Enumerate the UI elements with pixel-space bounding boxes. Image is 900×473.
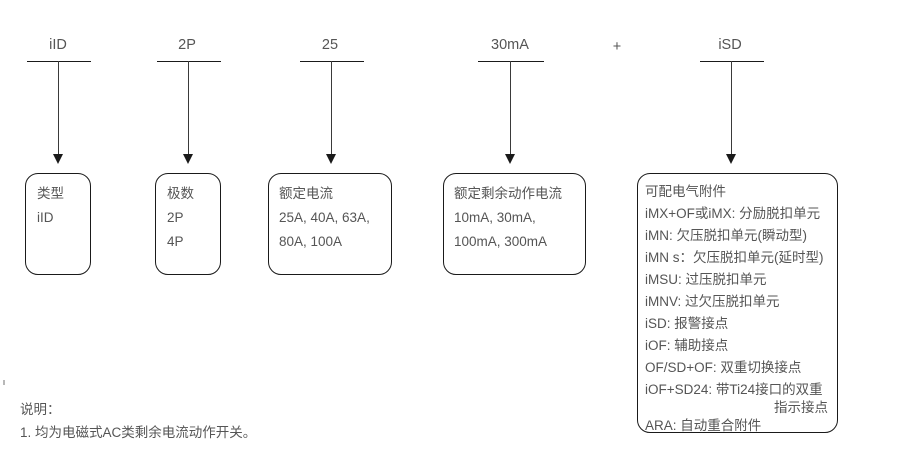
- box-accessories-line-7: OF/SD+OF: 双重切换接点: [645, 360, 802, 375]
- box-rated-current-line-1: 80A, 100A: [279, 234, 343, 249]
- code-label-residual-current: 30mA: [491, 37, 529, 53]
- notes-heading: 说明：: [20, 402, 61, 417]
- rule-rated-current: [300, 61, 364, 62]
- box-accessories-line-2: iMN s：欠压脱扣单元(延时型): [645, 250, 824, 265]
- box-rated-current-title: 额定电流: [279, 186, 333, 201]
- stem-rated-current: [331, 61, 332, 155]
- box-accessories-line-3: iMSU: 过压脱扣单元: [645, 272, 767, 287]
- arrowhead-poles-icon: [183, 154, 193, 164]
- stem-type: [58, 61, 59, 155]
- box-accessories-line-5: iSD: 报警接点: [645, 316, 729, 331]
- box-accessories-title: 可配电气附件: [645, 184, 726, 199]
- rule-residual-current: [478, 61, 544, 62]
- box-accessories-line-10: ARA: 自动重合附件: [645, 418, 762, 433]
- stem-residual-current: [510, 61, 511, 155]
- box-residual-current-line-1: 100mA, 300mA: [454, 234, 548, 249]
- box-type: [25, 173, 91, 275]
- code-label-rated-current: 25: [321, 37, 339, 53]
- box-accessories-line-0: iMX+OF或iMX: 分励脱扣单元: [645, 206, 821, 221]
- box-poles-line-1: 4P: [167, 234, 184, 249]
- box-poles-line-0: 2P: [167, 210, 184, 225]
- stem-poles: [188, 61, 189, 155]
- box-accessories-line-8: iOF+SD24: 带Ti24接口的双重: [645, 382, 823, 397]
- box-accessories-line-9: 指示接点: [774, 400, 828, 415]
- rule-type: [27, 61, 91, 62]
- plus-connector: +: [612, 39, 622, 55]
- box-rated-current-line-0: 25A, 40A, 63A,: [279, 210, 370, 225]
- code-label-poles: 2P: [178, 37, 196, 53]
- arrowhead-accessory-icon: [726, 154, 736, 164]
- box-poles-title: 极数: [167, 186, 194, 201]
- rule-poles: [157, 61, 221, 62]
- box-residual-current-title: 额定剩余动作电流: [454, 186, 562, 201]
- arrowhead-rated-current-icon: [326, 154, 336, 164]
- box-accessories: [637, 173, 838, 433]
- box-accessories-line-1: iMN: 欠压脱扣单元(瞬动型): [645, 228, 807, 243]
- arrowhead-type-icon: [53, 154, 63, 164]
- box-residual-current: [443, 173, 586, 275]
- arrowhead-residual-current-icon: [505, 154, 515, 164]
- box-accessories-line-4: iMNV: 过欠压脱扣单元: [645, 294, 780, 309]
- page-artifact-speck: [3, 380, 5, 385]
- box-residual-current-line-0: 10mA, 30mA,: [454, 210, 536, 225]
- code-label-type: iID: [49, 37, 67, 53]
- box-rated-current: [268, 173, 392, 275]
- notes-item-0: 1. 均为电磁式AC类剩余电流动作开关。: [20, 425, 257, 440]
- stem-accessory: [731, 61, 732, 155]
- box-type-title: 类型: [37, 186, 64, 201]
- box-poles: [155, 173, 221, 275]
- box-type-line-0: iID: [37, 210, 54, 225]
- box-accessories-line-6: iOF: 辅助接点: [645, 338, 729, 353]
- code-label-accessory: iSD: [718, 37, 742, 53]
- rule-accessory: [700, 61, 764, 62]
